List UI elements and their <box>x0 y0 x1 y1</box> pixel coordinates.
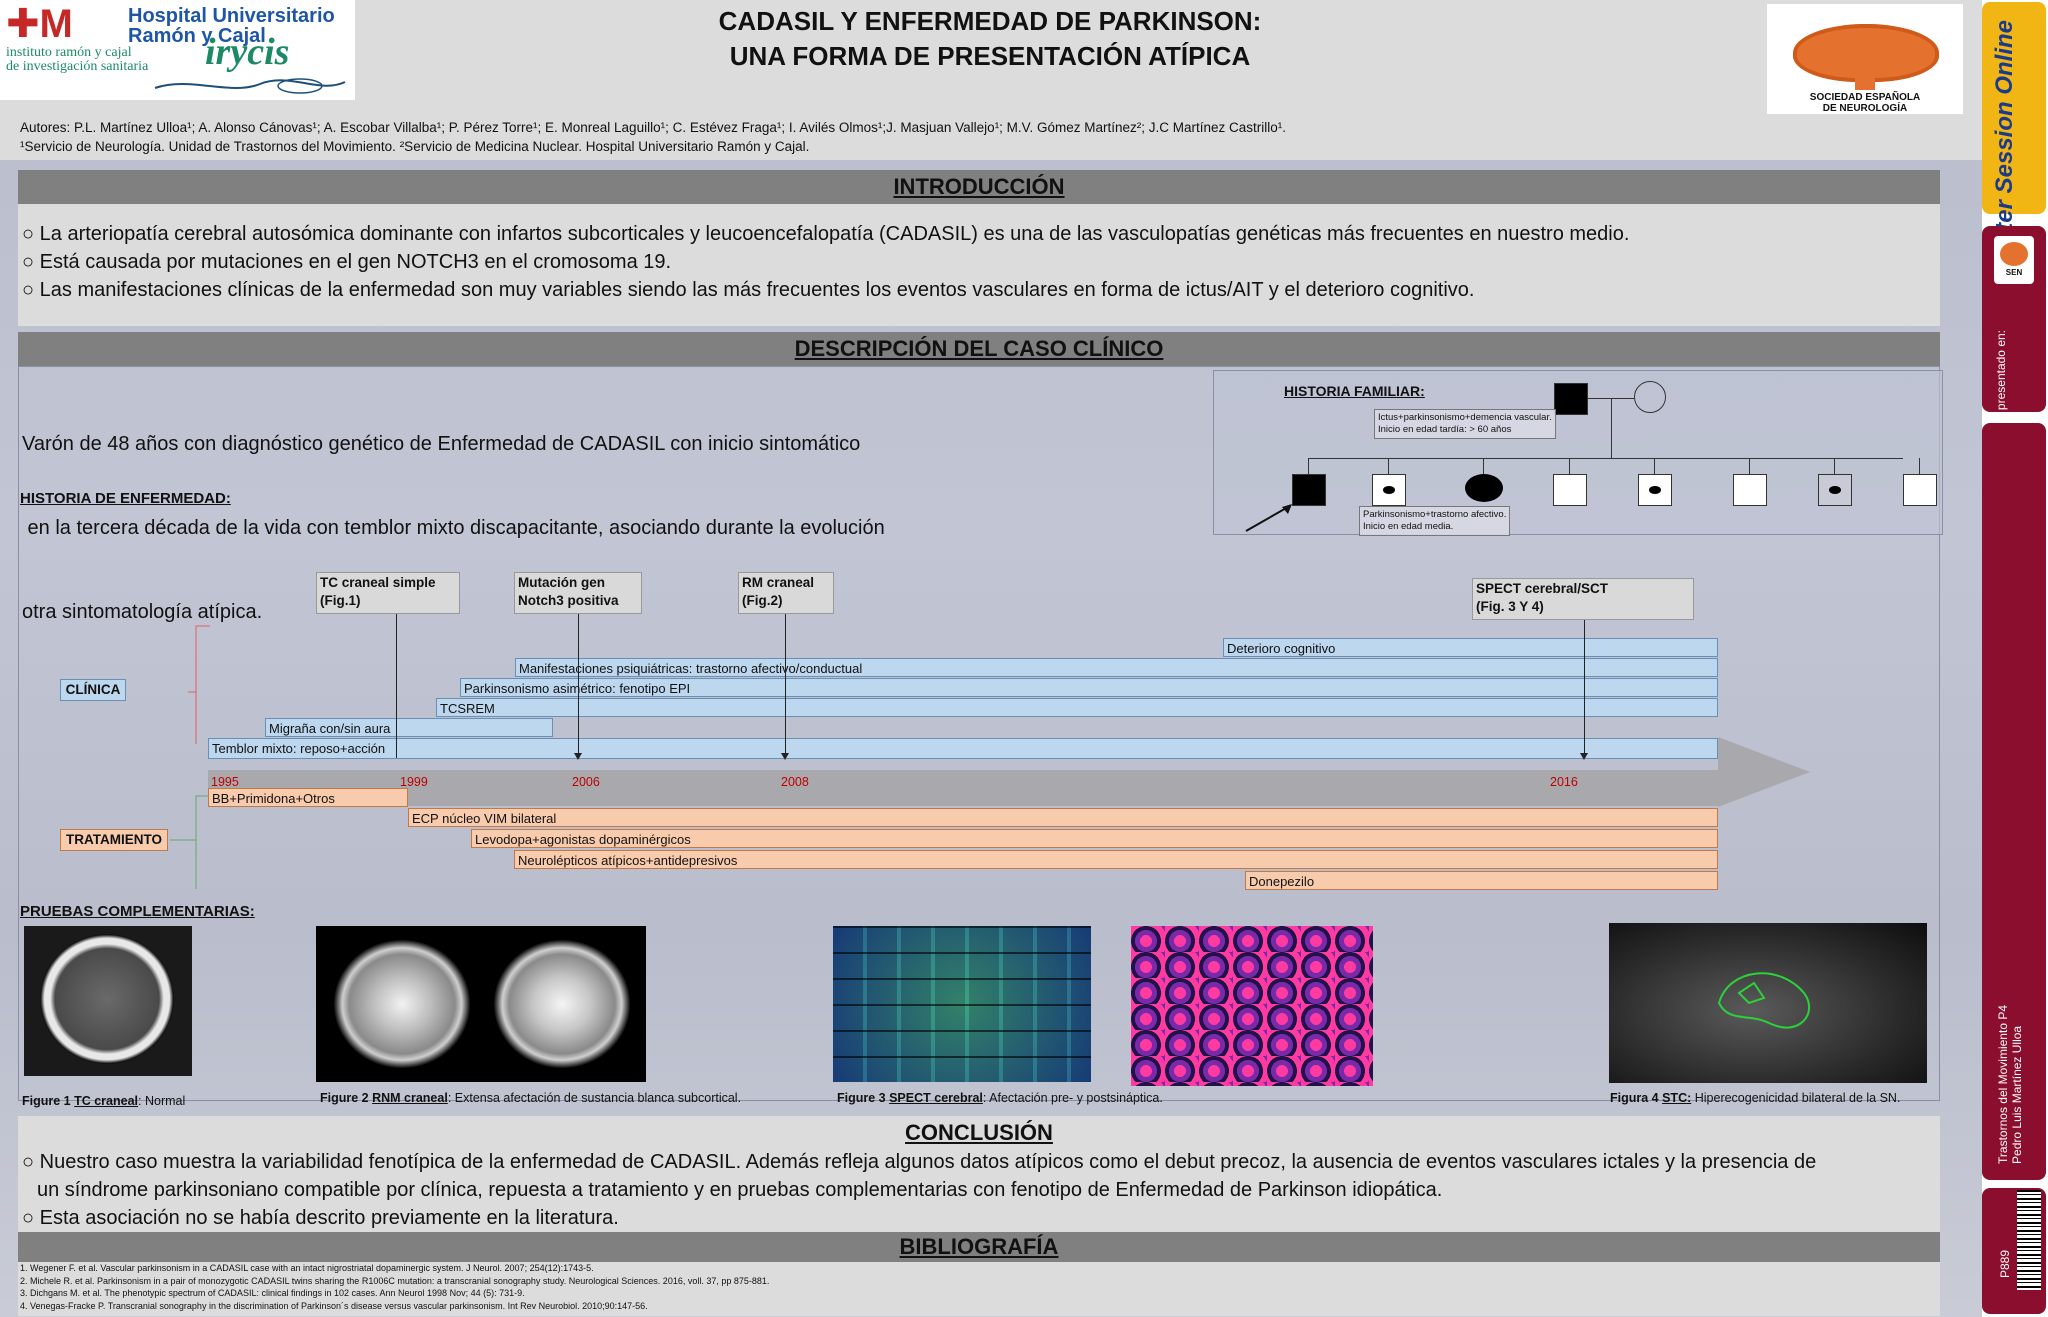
bar-temblor-mixto: Temblor mixto: reposo+acción <box>208 738 1718 759</box>
barcode-icon <box>2017 1190 2041 1290</box>
hospital-name: Hospital Universitario Ramón y Cajal <box>128 5 335 47</box>
brain-icon <box>1793 24 1939 82</box>
timeline-axis <box>208 770 1718 806</box>
tratamiento-label: TRATAMIENTO <box>60 829 168 851</box>
proband-arrow-icon <box>1245 504 1292 532</box>
family-history-heading: HISTORIA FAMILIAR: <box>1284 383 1425 399</box>
sibling-unaffected-icon <box>1733 474 1767 506</box>
affiliations: ¹Servicio de Neurología. Unidad de Trast… <box>20 139 810 154</box>
sen-logo: SOCIEDAD ESPAÑOLA DE NEUROLOGÍA <box>1767 4 1963 114</box>
bar-migrana: Migraña con/sin aura <box>265 718 553 737</box>
sibling-carrier-icon <box>1818 474 1852 506</box>
poster-code: P889 <box>1998 1250 2012 1279</box>
irycis-logo-text: irycis <box>205 31 290 73</box>
substantia-nigra-outline-icon <box>1717 972 1810 1029</box>
bar-manifestaciones-psiquiatricas: Manifestaciones psiquiátricas: trastorno… <box>515 658 1718 677</box>
callout-tc-craneal: TC craneal simple(Fig.1) <box>316 572 460 614</box>
clinica-label: CLÍNICA <box>60 679 126 701</box>
timeline-brackets <box>170 625 210 889</box>
brain-stem-icon <box>1855 74 1875 90</box>
proband-affected-icon <box>1292 474 1326 506</box>
sen-mini-logo: SEN <box>1994 236 2034 284</box>
topic-info: Trastornos del Movimiento P4 Pedro Luis … <box>1996 1005 2024 1164</box>
intro-heading: INTRODUCCIÓN <box>18 170 1940 204</box>
year-label: 2016 <box>1550 775 1578 789</box>
callout-spect-sct: SPECT cerebral/SCT(Fig. 3 Y 4) <box>1472 578 1694 620</box>
case-panel <box>18 366 1940 1101</box>
topic-badge <box>1982 423 2046 1180</box>
institute-name: instituto ramón y cajal de investigación… <box>6 45 149 74</box>
bar-donepezilo: Donepezilo <box>1245 871 1718 890</box>
conclusion-heading: CONCLUSIÓN <box>905 1120 1053 1145</box>
figure-1-caption: Figure 1 TC craneal: Normal <box>22 1094 186 1108</box>
sibling-unaffected-icon <box>1903 474 1937 506</box>
sibling-carrier-icon <box>1372 474 1406 506</box>
conclusion-panel <box>18 1116 1940 1232</box>
callout-rm-craneal: RM craneal(Fig.2) <box>738 572 834 614</box>
arrow-down-icon <box>781 753 789 760</box>
mother-icon <box>1634 381 1666 413</box>
family-history-pedigree: HISTORIA FAMILIAR: Ictus+parkinsonismo+d… <box>1213 370 1943 536</box>
bibliography-heading: BIBLIOGRAFÍA <box>18 1232 1940 1262</box>
bibliography-panel <box>18 1262 1940 1316</box>
authors-list: Autores: P.L. Martínez Ulloa¹; A. Alonso… <box>20 120 1287 135</box>
spect-postsynaptic-image <box>1131 926 1373 1086</box>
year-label: 1999 <box>400 775 428 789</box>
poster-session-badge <box>1982 2 2046 214</box>
mri-image <box>316 926 646 1082</box>
arrow-down-icon <box>574 753 582 760</box>
ct-scan-image <box>24 926 192 1076</box>
sen-name: SOCIEDAD ESPAÑOLA DE NEUROLOGÍA <box>1809 92 1921 114</box>
figure-3-caption: Figure 3 SPECT cerebral: Afectación pre-… <box>837 1091 1163 1105</box>
bar-levodopa: Levodopa+agonistas dopaminérgicos <box>471 829 1718 848</box>
case-description: Varón de 48 años con diagnóstico genétic… <box>22 433 885 623</box>
timeline-arrow-icon <box>1718 737 1810 807</box>
parent-note: Ictus+parkinsonismo+demencia vascular. I… <box>1374 409 1556 439</box>
tests-heading: PRUEBAS COMPLEMENTARIAS: <box>20 903 255 920</box>
figure-2-caption: Figure 2 RNM craneal: Extensa afectación… <box>320 1091 742 1105</box>
year-label: 2008 <box>781 775 809 789</box>
transcranial-sonography-image <box>1609 923 1927 1083</box>
conclusion-text: ○ Nuestro caso muestra la variabilidad f… <box>22 1151 1817 1229</box>
history-heading: HISTORIA DE ENFERMEDAD: <box>20 490 231 507</box>
hospital-logo: ✚M Hospital Universitario Ramón y Cajal … <box>0 0 355 100</box>
sibling-note: Parkinsonismo+trastorno afectivo. Inicio… <box>1359 506 1511 536</box>
authors-block: Autores: P.L. Martínez Ulloa¹; A. Alonso… <box>20 118 1760 156</box>
hospital-emblem-icon: ✚M <box>6 2 73 46</box>
bar-neurolepticos: Neurolépticos atípicos+antidepresivos <box>514 850 1718 869</box>
bar-deterioro-cognitivo: Deterioro cognitivo <box>1223 638 1718 657</box>
sibling-carrier-icon <box>1638 474 1672 506</box>
spect-presynaptic-image <box>833 926 1091 1082</box>
bibliography-list: 1. Wegener F. et al. Vascular parkinsoni… <box>20 1263 770 1311</box>
bar-ecp-vim: ECP núcleo VIM bilateral <box>408 808 1718 827</box>
bar-parkinsonismo: Parkinsonismo asimétrico: fenotipo EPI <box>460 678 1718 697</box>
father-affected-icon <box>1554 383 1588 415</box>
bar-tcsrem: TCSREM <box>436 698 1718 717</box>
sibling-unaffected-icon <box>1553 474 1587 506</box>
signature-icon <box>154 78 346 94</box>
poster-title: CADASIL Y ENFERMEDAD DE PARKINSON: UNA F… <box>718 6 1262 71</box>
bar-bb-primidona: BB+Primidona+Otros <box>208 788 408 807</box>
brain-mini-icon <box>2000 242 2028 266</box>
year-label: 1995 <box>211 775 239 789</box>
figure-4-caption: Figura 4 STC: Hiperecogenicidad bilatera… <box>1610 1091 1901 1105</box>
intro-bullets: ○ La arteriopatía cerebral autosómica do… <box>22 223 1630 301</box>
arrow-down-icon <box>1580 753 1588 760</box>
year-label: 2006 <box>572 775 600 789</box>
case-heading: DESCRIPCIÓN DEL CASO CLÍNICO <box>18 332 1940 366</box>
sister-affected-icon <box>1465 474 1503 502</box>
